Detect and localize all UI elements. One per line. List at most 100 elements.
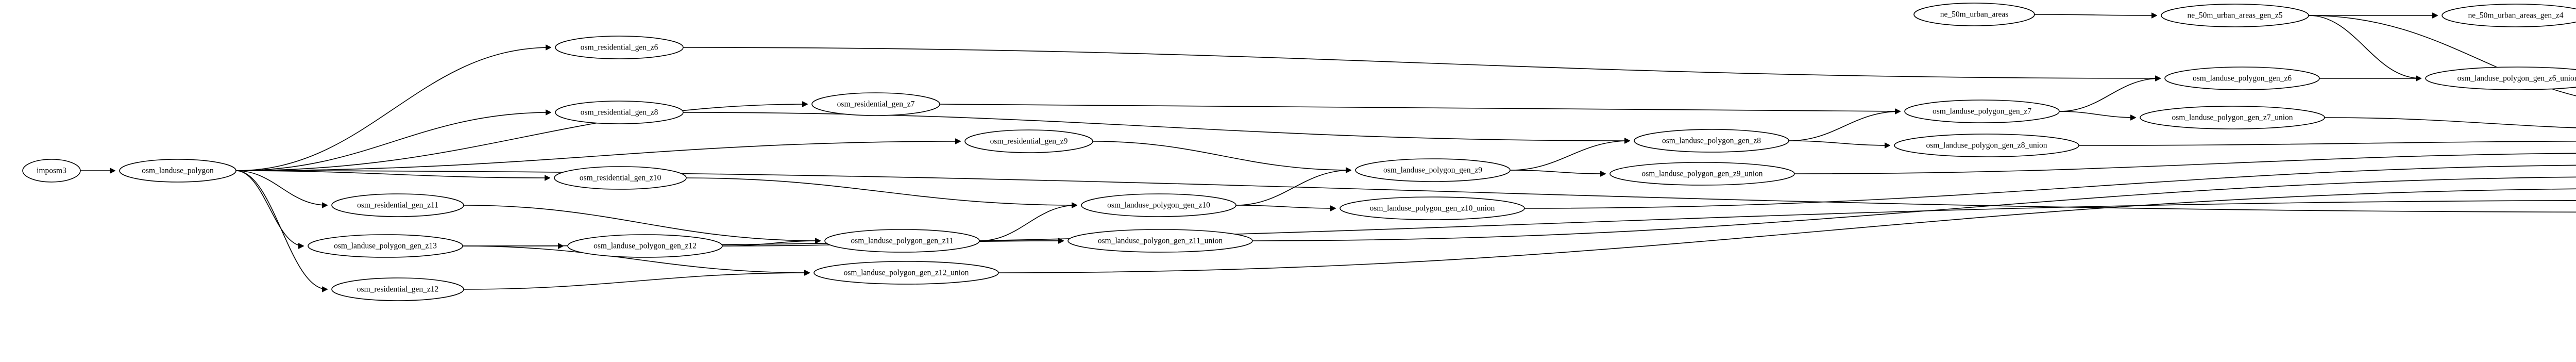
node-shape-osm_residential_gen_z8 bbox=[555, 101, 684, 124]
node-shape-osm_residential_gen_z10 bbox=[554, 166, 687, 190]
edge-ne_50m_urban_areas_gen_z5-to-osm_landuse_polygon_gen_z6_union bbox=[2308, 15, 2421, 78]
nodes-layer: imposm3 osm_landuse_polygon osm_residentia… bbox=[22, 3, 2576, 301]
edge-osm_landuse_polygon_gen_z8-to-osm_landuse_polygon_gen_z7 bbox=[1788, 111, 1900, 141]
node-label-osm_landuse_polygon_gen_z11_union: osm_landuse_polygon_gen_z11_union bbox=[1098, 237, 1223, 245]
edge-osm_landuse_polygon_gen_z10_union-to-layer_landuse.z10 bbox=[1524, 164, 2576, 209]
node-ne_50m_urban_areas_gen_z4[interactable]: ne_50m_urban_areas_gen_z4 bbox=[2442, 4, 2576, 27]
node-shape-osm_landuse_polygon_gen_z9 bbox=[1355, 158, 1511, 182]
node-shape-osm_landuse_polygon_gen_z11_union bbox=[1067, 229, 1253, 253]
node-osm_landuse_polygon_gen_z10_union[interactable]: osm_landuse_polygon_gen_z10_union bbox=[1340, 196, 1525, 220]
edge-osm_residential_gen_z7-to-osm_landuse_polygon_gen_z7 bbox=[939, 104, 1900, 111]
edge-osm_landuse_polygon-to-osm_residential_gen_z11 bbox=[235, 170, 327, 205]
node-label-osm_landuse_polygon_gen_z8_union: osm_landuse_polygon_gen_z8_union bbox=[1926, 141, 2047, 150]
node-osm_landuse_polygon_gen_z6_union[interactable]: osm_landuse_polygon_gen_z6_union bbox=[2425, 67, 2576, 90]
node-shape-osm_landuse_polygon_gen_z8 bbox=[1634, 129, 1789, 153]
edge-osm_landuse_polygon_gen_z10-to-osm_landuse_polygon_gen_z10_union bbox=[1235, 205, 1335, 208]
node-osm_landuse_polygon_gen_z13[interactable]: osm_landuse_polygon_gen_z13 bbox=[308, 234, 463, 258]
node-label-osm_residential_gen_z6: osm_residential_gen_z6 bbox=[581, 43, 658, 52]
node-label-osm_residential_gen_z10: osm_residential_gen_z10 bbox=[580, 174, 662, 183]
edge-osm_landuse_polygon_gen_z9-to-osm_landuse_polygon_gen_z9_union bbox=[1510, 170, 1605, 174]
node-ne_50m_urban_areas_gen_z5[interactable]: ne_50m_urban_areas_gen_z5 bbox=[2161, 4, 2309, 27]
node-osm_landuse_polygon_gen_z11[interactable]: osm_landuse_polygon_gen_z11 bbox=[824, 229, 980, 253]
edge-osm_landuse_polygon_gen_z7-to-osm_landuse_polygon_gen_z6 bbox=[2059, 78, 2160, 112]
node-label-osm_landuse_polygon_gen_z12: osm_landuse_polygon_gen_z12 bbox=[594, 242, 697, 251]
node-osm_residential_gen_z7[interactable]: osm_residential_gen_z7 bbox=[811, 92, 940, 116]
node-osm_residential_gen_z12[interactable]: osm_residential_gen_z12 bbox=[331, 277, 464, 301]
node-shape-osm_landuse_polygon_gen_z13 bbox=[308, 234, 463, 258]
node-label-osm_landuse_polygon_gen_z9_union: osm_landuse_polygon_gen_z9_union bbox=[1641, 170, 1762, 178]
edge-osm_landuse_polygon_gen_z11_union-to-layer_landuse.z11 bbox=[1252, 176, 2576, 241]
edge-osm_landuse_polygon_gen_z9_union-to-layer_landuse.z9 bbox=[1794, 153, 2576, 174]
node-osm_landuse_polygon_gen_z10[interactable]: osm_landuse_polygon_gen_z10 bbox=[1081, 193, 1236, 217]
node-shape-osm_landuse_polygon_gen_z10_union bbox=[1340, 196, 1525, 220]
edge-osm_landuse_polygon_gen_z8_union-to-layer_landuse.z8 bbox=[2078, 141, 2576, 146]
node-label-osm_residential_gen_z9: osm_residential_gen_z9 bbox=[990, 137, 1068, 146]
node-imposm3[interactable]: imposm3 bbox=[22, 159, 81, 183]
edge-osm_landuse_polygon_gen_z11-to-osm_landuse_polygon_gen_z10 bbox=[979, 205, 1077, 241]
node-label-osm_landuse_polygon_gen_z7: osm_landuse_polygon_gen_z7 bbox=[1933, 107, 2031, 116]
node-shape-osm_landuse_polygon_gen_z8_union bbox=[1894, 134, 2079, 157]
edge-osm_residential_gen_z6-to-osm_landuse_polygon_gen_z6 bbox=[683, 47, 2160, 78]
node-shape-osm_residential_gen_z6 bbox=[555, 36, 684, 59]
node-osm_landuse_polygon_gen_z8_union[interactable]: osm_landuse_polygon_gen_z8_union bbox=[1894, 134, 2079, 157]
edge-osm_residential_gen_z10-to-osm_landuse_polygon_gen_z10 bbox=[686, 177, 1077, 205]
node-osm_landuse_polygon_gen_z9[interactable]: osm_landuse_polygon_gen_z9 bbox=[1355, 158, 1511, 182]
node-shape-ne_50m_urban_areas_gen_z4 bbox=[2442, 4, 2576, 27]
node-label-osm_landuse_polygon_gen_z8: osm_landuse_polygon_gen_z8 bbox=[1662, 137, 1761, 145]
edge-osm_residential_gen_z8-to-osm_landuse_polygon_gen_z8 bbox=[683, 112, 1630, 141]
node-label-ne_50m_urban_areas_gen_z4: ne_50m_urban_areas_gen_z4 bbox=[2468, 11, 2563, 20]
node-osm_landuse_polygon_gen_z6[interactable]: osm_landuse_polygon_gen_z6 bbox=[2164, 67, 2320, 90]
edge-ne_50m_urban_areas_gen_z5-to-layer_landuse.z5 bbox=[2308, 15, 2576, 96]
edge-osm_landuse_polygon-to-osm_residential_gen_z7 bbox=[235, 104, 807, 171]
node-shape-osm_landuse_polygon bbox=[119, 159, 236, 183]
edge-ne_50m_urban_areas-to-ne_50m_urban_areas_gen_z5 bbox=[2034, 14, 2157, 15]
node-osm_landuse_polygon_gen_z8[interactable]: osm_landuse_polygon_gen_z8 bbox=[1634, 129, 1789, 153]
node-shape-osm_landuse_polygon_gen_z6 bbox=[2164, 67, 2320, 90]
node-osm_landuse_polygon_gen_z7[interactable]: osm_landuse_polygon_gen_z7 bbox=[1904, 100, 2060, 123]
edge-osm_landuse_polygon-to-osm_residential_gen_z6 bbox=[235, 47, 551, 171]
edge-osm_landuse_polygon-to-osm_residential_gen_z8 bbox=[235, 112, 551, 171]
node-label-osm_landuse_polygon_gen_z12_union: osm_landuse_polygon_gen_z12_union bbox=[844, 269, 969, 277]
node-label-osm_landuse_polygon_gen_z10: osm_landuse_polygon_gen_z10 bbox=[1107, 201, 1210, 210]
edge-osm_landuse_polygon_gen_z7_union-to-layer_landuse.z7 bbox=[2324, 117, 2576, 128]
node-shape-osm_landuse_polygon_gen_z10 bbox=[1081, 193, 1236, 217]
node-osm_landuse_polygon[interactable]: osm_landuse_polygon bbox=[119, 159, 236, 183]
node-osm_landuse_polygon_gen_z9_union[interactable]: osm_landuse_polygon_gen_z9_union bbox=[1609, 162, 1795, 186]
node-shape-osm_landuse_polygon_gen_z12_union bbox=[814, 261, 999, 285]
node-label-osm_landuse_polygon_gen_z9: osm_landuse_polygon_gen_z9 bbox=[1383, 166, 1482, 175]
node-osm_landuse_polygon_gen_z11_union[interactable]: osm_landuse_polygon_gen_z11_union bbox=[1067, 229, 1253, 253]
node-osm_landuse_polygon_gen_z7_union[interactable]: osm_landuse_polygon_gen_z7_union bbox=[2140, 106, 2325, 129]
node-label-imposm3: imposm3 bbox=[37, 167, 66, 175]
node-ne_50m_urban_areas[interactable]: ne_50m_urban_areas bbox=[1913, 3, 2035, 26]
node-osm_residential_gen_z8[interactable]: osm_residential_gen_z8 bbox=[555, 101, 684, 124]
node-shape-osm_residential_gen_z9 bbox=[964, 129, 1093, 153]
node-osm_residential_gen_z10[interactable]: osm_residential_gen_z10 bbox=[554, 166, 687, 190]
node-osm_residential_gen_z9[interactable]: osm_residential_gen_z9 bbox=[964, 129, 1093, 153]
node-label-osm_landuse_polygon_gen_z11: osm_landuse_polygon_gen_z11 bbox=[851, 237, 953, 245]
node-label-ne_50m_urban_areas_gen_z5: ne_50m_urban_areas_gen_z5 bbox=[2187, 11, 2282, 20]
node-label-osm_residential_gen_z8: osm_residential_gen_z8 bbox=[581, 108, 658, 117]
node-osm_residential_gen_z6[interactable]: osm_residential_gen_z6 bbox=[555, 36, 684, 59]
node-shape-ne_50m_urban_areas_gen_z5 bbox=[2161, 4, 2309, 27]
node-osm_landuse_polygon_gen_z12[interactable]: osm_landuse_polygon_gen_z12 bbox=[567, 234, 723, 258]
edge-osm_residential_gen_z9-to-osm_landuse_polygon_gen_z9 bbox=[1092, 141, 1351, 170]
node-label-osm_residential_gen_z7: osm_residential_gen_z7 bbox=[837, 100, 915, 109]
node-shape-osm_landuse_polygon_gen_z12 bbox=[567, 234, 723, 258]
node-shape-osm_residential_gen_z11 bbox=[331, 193, 464, 217]
node-osm_landuse_polygon_gen_z12_union[interactable]: osm_landuse_polygon_gen_z12_union bbox=[814, 261, 999, 285]
edge-osm_landuse_polygon_gen_z9-to-osm_landuse_polygon_gen_z8 bbox=[1510, 141, 1630, 171]
node-shape-osm_landuse_polygon_gen_z6_union bbox=[2425, 67, 2576, 90]
node-shape-osm_residential_gen_z12 bbox=[331, 277, 464, 301]
node-label-osm_landuse_polygon_gen_z10_union: osm_landuse_polygon_gen_z10_union bbox=[1370, 204, 1495, 213]
node-label-osm_landuse_polygon_gen_z6: osm_landuse_polygon_gen_z6 bbox=[2193, 74, 2292, 83]
node-shape-osm_landuse_polygon_gen_z7 bbox=[1904, 100, 2060, 123]
node-osm_residential_gen_z11[interactable]: osm_residential_gen_z11 bbox=[331, 193, 464, 217]
edge-osm_landuse_polygon_gen_z12_union-to-layer_landuse.z12 bbox=[998, 188, 2576, 273]
node-shape-osm_landuse_polygon_gen_z7_union bbox=[2140, 106, 2325, 129]
node-shape-osm_landuse_polygon_gen_z11 bbox=[824, 229, 980, 253]
node-label-osm_residential_gen_z12: osm_residential_gen_z12 bbox=[357, 285, 438, 294]
edge-osm_residential_gen_z11-to-osm_landuse_polygon_gen_z11 bbox=[463, 205, 820, 241]
edge-osm_landuse_polygon_gen_z8-to-osm_landuse_polygon_gen_z8_union bbox=[1788, 140, 1890, 145]
